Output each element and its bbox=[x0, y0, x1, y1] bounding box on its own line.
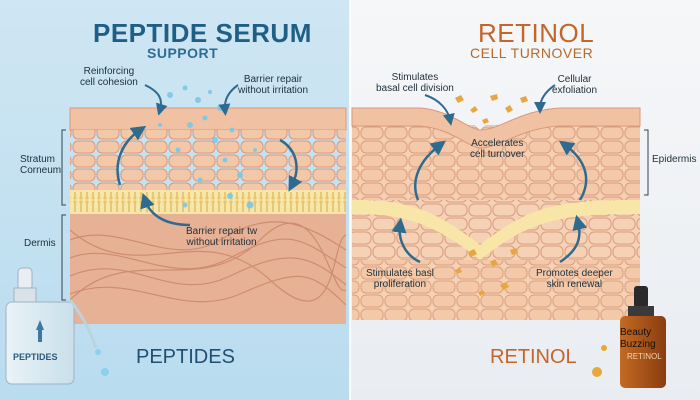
panel-divider bbox=[349, 0, 351, 400]
stimulates-basal-line1: Stimulates bbox=[391, 72, 439, 83]
promotes-renewal-line1: Promotes deeper bbox=[536, 268, 613, 279]
retinol-subtitle: CELL TURNOVER bbox=[470, 45, 594, 61]
stimulates-proliferation-label: Stimulates basl proliferation bbox=[366, 268, 434, 290]
retinol-skin-block bbox=[351, 84, 649, 320]
promotes-renewal-line2: skin renewal bbox=[546, 279, 603, 290]
retinol-bottle-label: RETINOL bbox=[627, 352, 662, 361]
cellular-exfoliation-label: Cellular exfoliation bbox=[552, 74, 597, 96]
peptide-title: PEPTIDE SERUM bbox=[93, 18, 312, 48]
peptide-subtitle: SUPPORT bbox=[147, 45, 219, 61]
barrier-repair-top-line2: without irritation bbox=[238, 85, 309, 96]
stratum-corneum-label: Stratum Corneum bbox=[20, 154, 61, 176]
reinforcing-label-line2: cell cohesion bbox=[80, 77, 138, 88]
reinforcing-label-line1: Reinforcing bbox=[83, 66, 135, 77]
peptides-bottom-label: PEPTIDES bbox=[136, 346, 235, 368]
stimulates-proliferation-line1: Stimulates basl bbox=[366, 268, 434, 279]
retinol-title: RETINOL bbox=[478, 18, 595, 48]
stimulates-basal-line2: basal cell division bbox=[376, 83, 454, 94]
stratum-label-line2: Corneum bbox=[20, 165, 62, 176]
stratum-label-line1: Stratum bbox=[20, 154, 56, 165]
reinforcing-label: Reinforcing cell cohesion bbox=[80, 66, 138, 88]
watermark-line1: Beauty bbox=[620, 327, 652, 338]
epidermis-label: Epidermis bbox=[652, 154, 697, 165]
barrier-repair-mid-line2: without irritation bbox=[186, 237, 257, 248]
retinol-bottle bbox=[592, 286, 666, 388]
cellular-exfoliation-line1: Cellular bbox=[557, 74, 592, 85]
peptide-skin-block bbox=[61, 84, 347, 324]
cellular-exfoliation-line2: exfoliation bbox=[552, 85, 598, 96]
barrier-repair-mid-line1: Barrier repair tw bbox=[186, 226, 258, 237]
barrier-repair-top-line1: Barrier repair bbox=[243, 74, 303, 85]
accelerates-turnover-line1: Accelerates bbox=[471, 138, 524, 149]
brand-watermark: Beauty Buzzing bbox=[620, 327, 656, 351]
stimulates-proliferation-line2: proliferation bbox=[373, 279, 427, 290]
stimulates-basal-label: Stimulates basal cell division bbox=[376, 72, 454, 94]
peptide-bottle-label: PEPTIDES bbox=[13, 352, 58, 362]
barrier-repair-top-label: Barrier repair without irritation bbox=[238, 74, 308, 96]
accelerates-turnover-line2: cell turnover bbox=[470, 149, 525, 160]
peptide-bottle bbox=[5, 267, 109, 385]
dermis-label: Dermis bbox=[24, 238, 56, 249]
accelerates-turnover-label: Accelerates cell turnover bbox=[470, 138, 524, 160]
retinol-bottom-label: RETINOL bbox=[490, 346, 577, 368]
promotes-renewal-label: Promotes deeper skin renewal bbox=[536, 268, 613, 290]
barrier-repair-mid-label: Barrier repair tw without irritation bbox=[186, 226, 257, 248]
watermark-line2: Buzzing bbox=[620, 339, 656, 350]
